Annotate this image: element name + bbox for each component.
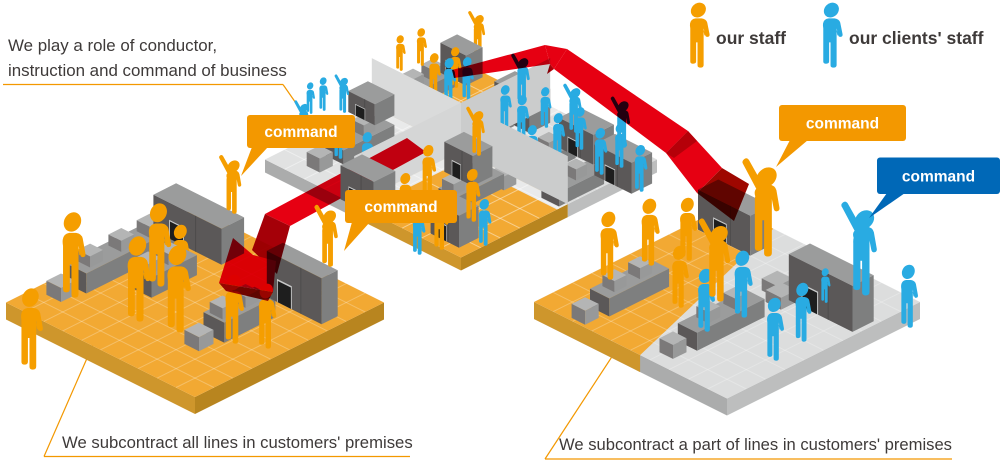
svg-text:We subcontract all lines in cu: We subcontract all lines in customers' p… [62, 433, 413, 452]
svg-text:We play a role of conductor,: We play a role of conductor, [8, 36, 217, 55]
svg-text:our clients' staff: our clients' staff [849, 28, 984, 48]
svg-text:our staff: our staff [716, 28, 786, 48]
svg-text:We subcontract a part of lines: We subcontract a part of lines in custom… [559, 435, 952, 454]
svg-text:command: command [264, 124, 337, 141]
svg-text:command: command [364, 199, 437, 216]
svg-text:instruction and command of bus: instruction and command of business [8, 61, 287, 80]
svg-text:command: command [902, 168, 975, 185]
svg-text:command: command [806, 116, 879, 133]
